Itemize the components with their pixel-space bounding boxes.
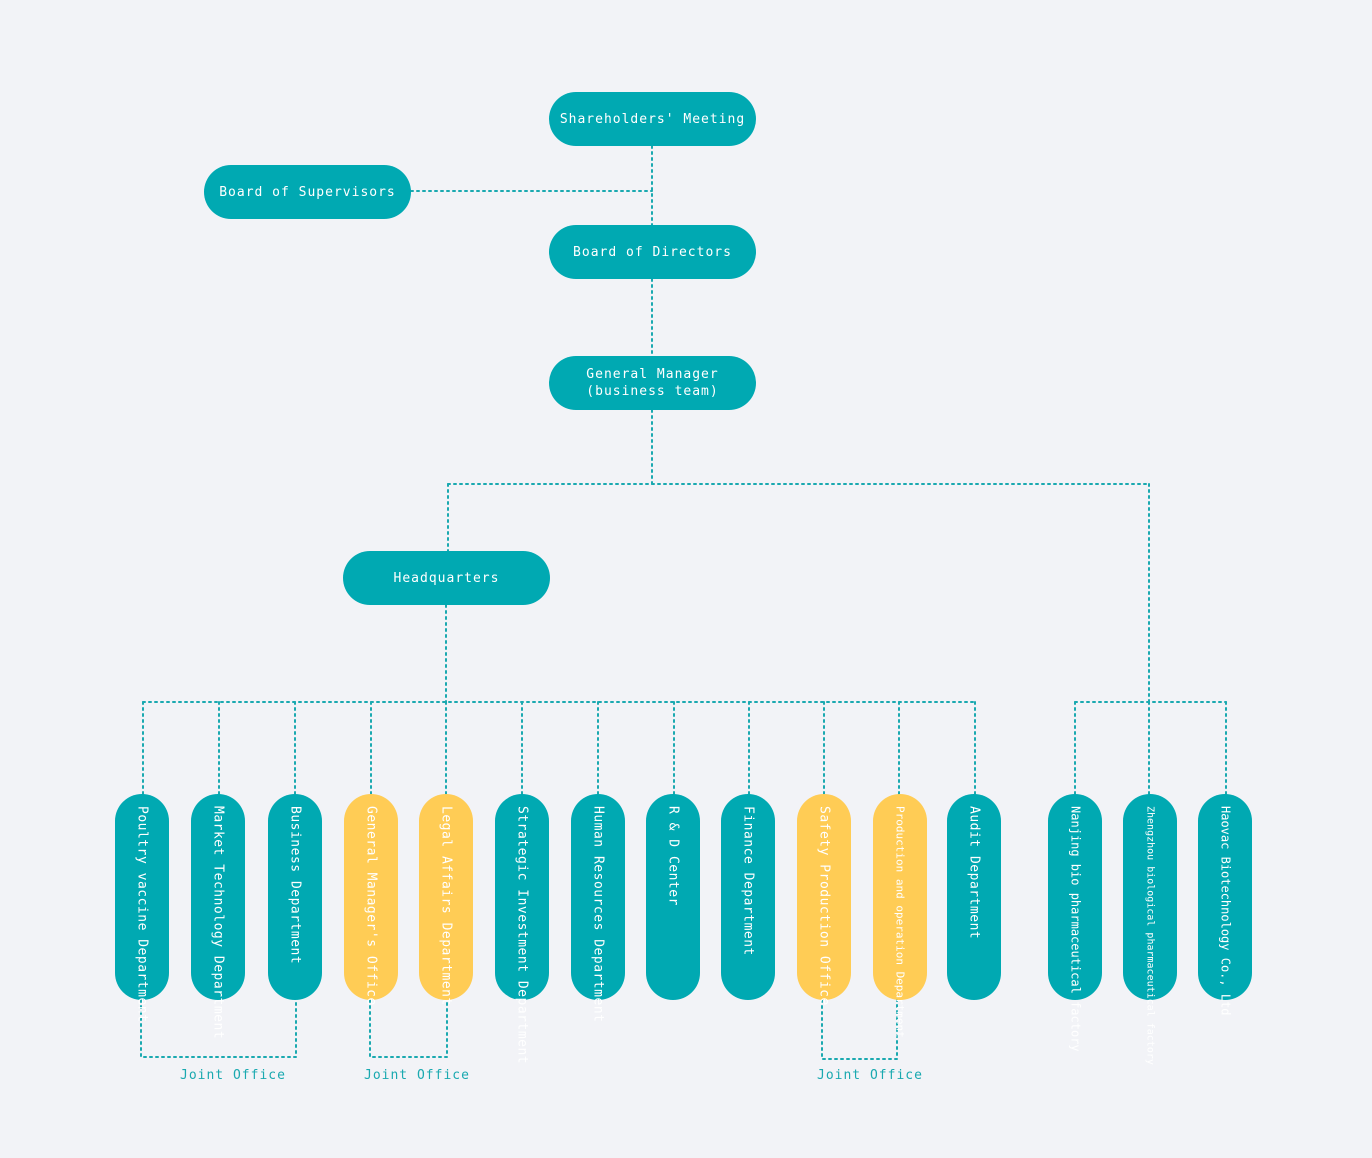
subsidiary-label: Haovac Biotechnology Co., Ltd: [1218, 806, 1233, 1016]
department-label: Market Technology Department: [210, 806, 226, 1040]
department-node: Safety Production Office: [797, 794, 851, 1006]
subsidiary-node: Zhengzhou biological pharmaceutical fact…: [1123, 794, 1177, 1065]
subsidiary-label: Nanjing bio pharmaceutical factory: [1068, 806, 1083, 1052]
joint-office-label: Joint Office: [180, 1068, 286, 1083]
subsidiary-node: Nanjing bio pharmaceutical factory: [1048, 794, 1102, 1052]
joint-office-label: Joint Office: [364, 1068, 470, 1083]
general-manager-node: General Manager (business team): [549, 356, 756, 410]
subsidiary-label: Zhengzhou biological pharmaceutical fact…: [1144, 806, 1156, 1065]
board-of-directors-node: Board of Directors: [549, 225, 756, 279]
department-label: Poultry vaccine Department: [134, 806, 150, 1023]
board-of-supervisors-node: Board of Supervisors: [204, 165, 411, 219]
department-node: Human Resources Department: [571, 794, 625, 1023]
department-node: Business Department: [268, 794, 322, 1000]
department-node: Poultry vaccine Department: [115, 794, 169, 1023]
department-node: Legal Affairs Department: [419, 794, 473, 1006]
joint-office-bracket: [140, 999, 297, 1058]
department-label: Strategic Investment Department: [514, 806, 530, 1065]
shareholders-meeting-node: Shareholders' Meeting: [549, 92, 756, 146]
joint-office-bracket: [369, 999, 448, 1058]
subsidiary-node: Haovac Biotechnology Co., Ltd: [1198, 794, 1252, 1016]
department-label: Human Resources Department: [590, 806, 606, 1023]
department-label: Legal Affairs Department: [438, 806, 454, 1006]
department-node: Audit Department: [947, 794, 1001, 1000]
department-label: Finance Department: [740, 806, 756, 956]
department-node: General Manager's Office: [344, 794, 398, 1006]
shareholders-meeting-label: Shareholders' Meeting: [559, 111, 746, 127]
board-of-directors-label: Board of Directors: [573, 244, 732, 260]
department-label: R & D Center: [665, 806, 681, 906]
department-label: Production and operation Department: [893, 806, 907, 1038]
department-node: R & D Center: [646, 794, 700, 1000]
joint-office-bracket: [821, 999, 898, 1060]
department-node: Production and operation Department: [873, 794, 927, 1038]
department-label: General Manager's Office: [363, 806, 379, 1006]
department-node: Finance Department: [721, 794, 775, 1000]
board-of-supervisors-label: Board of Supervisors: [219, 184, 396, 200]
headquarters-node: Headquarters: [343, 551, 550, 605]
department-label: Audit Department: [966, 806, 982, 940]
department-node: Strategic Investment Department: [495, 794, 549, 1064]
joint-office-label: Joint Office: [817, 1068, 923, 1083]
department-label: Safety Production Office: [816, 806, 832, 1006]
general-manager-label: General Manager (business team): [586, 367, 719, 399]
headquarters-label: Headquarters: [393, 570, 500, 586]
department-node: Market Technology Department: [191, 794, 245, 1039]
department-label: Business Department: [287, 806, 303, 965]
